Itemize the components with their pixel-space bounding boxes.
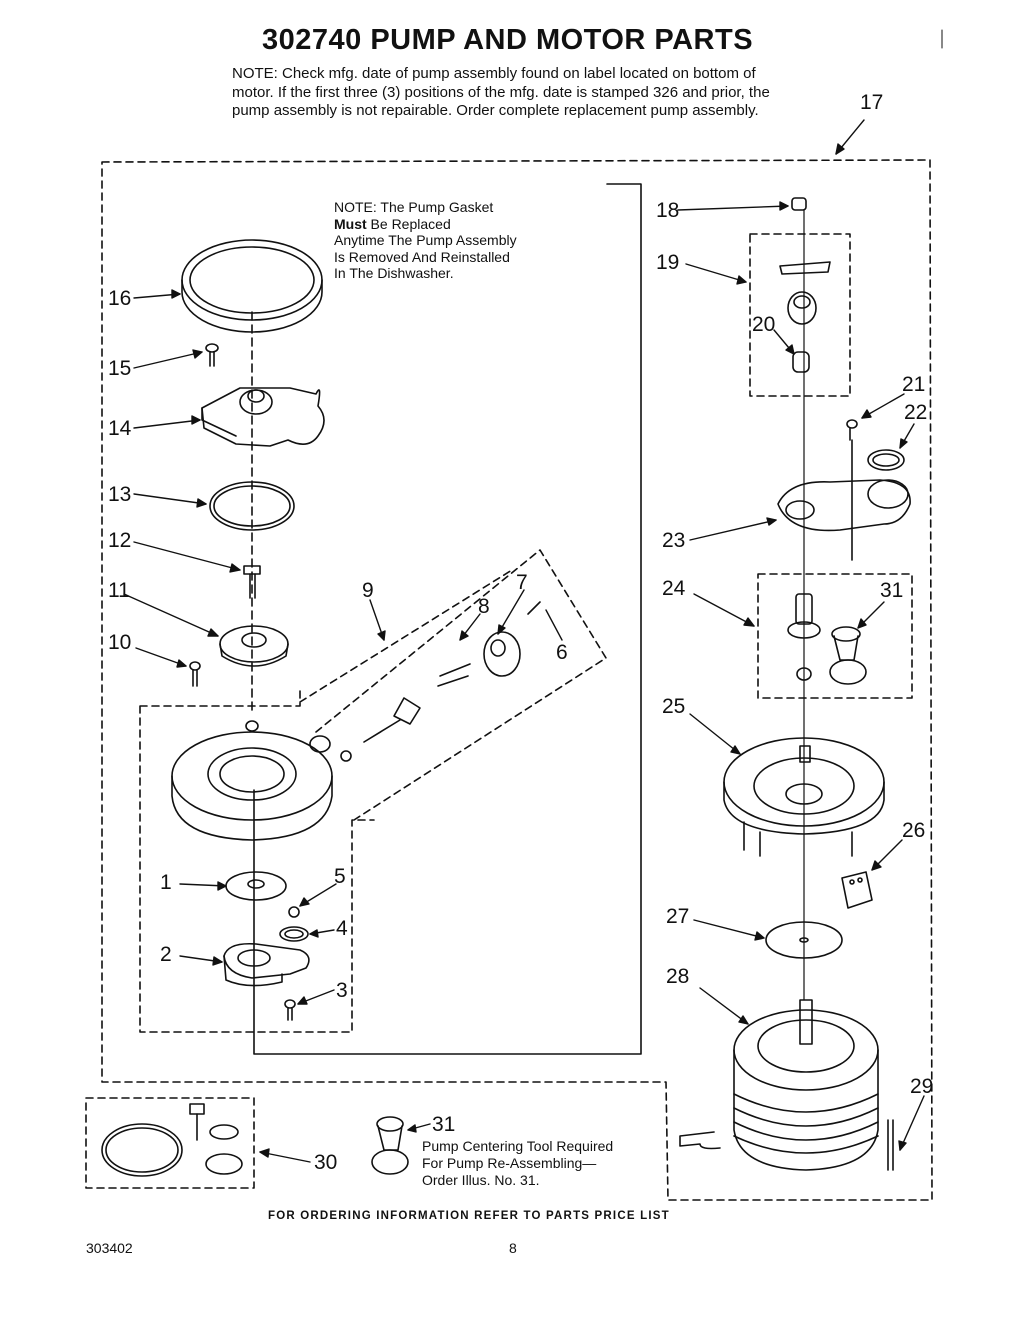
leader-lines bbox=[123, 119, 925, 1163]
pump-cover-14 bbox=[201, 387, 325, 447]
tool-note-line: For Pump Re-Assembling— bbox=[422, 1155, 597, 1171]
callout-22: 22 bbox=[904, 401, 928, 424]
motor-base-25 bbox=[723, 737, 885, 857]
ball-5 bbox=[288, 906, 300, 918]
callout-20: 20 bbox=[752, 313, 776, 336]
callout-1: 1 bbox=[160, 871, 172, 894]
pump-base bbox=[171, 720, 333, 841]
centering-tool-note: Pump Centering Tool Required For Pump Re… bbox=[422, 1138, 613, 1189]
document-number: 303402 bbox=[86, 1240, 133, 1256]
callout-3: 3 bbox=[336, 979, 348, 1002]
mfg-date-note: NOTE: Check mfg. date of pump assembly f… bbox=[232, 65, 770, 119]
screw-21 bbox=[846, 419, 858, 441]
callout-8: 8 bbox=[478, 595, 490, 618]
callout-25: 25 bbox=[662, 695, 686, 718]
group-24-box bbox=[757, 573, 913, 699]
callout-15: 15 bbox=[108, 357, 132, 380]
callout-17: 17 bbox=[860, 91, 884, 114]
callout-2: 2 bbox=[160, 943, 172, 966]
callout-16: 16 bbox=[108, 287, 132, 310]
group-30-box bbox=[85, 1097, 255, 1189]
callout-27: 27 bbox=[666, 905, 690, 928]
callout-19: 19 bbox=[656, 251, 680, 274]
impeller-11 bbox=[219, 625, 289, 667]
seal-24 bbox=[787, 593, 821, 681]
callout-24: 24 bbox=[662, 577, 686, 600]
kit-30-contents bbox=[101, 1103, 243, 1177]
strainer-1 bbox=[225, 871, 287, 901]
callout-13: 13 bbox=[108, 483, 132, 506]
pump-gasket-16 bbox=[181, 239, 323, 333]
callout-11: 11 bbox=[108, 579, 130, 602]
callout-31-top: 31 bbox=[880, 579, 904, 602]
screw-3 bbox=[284, 999, 296, 1021]
bolt-29 bbox=[887, 1119, 894, 1171]
callout-26: 26 bbox=[902, 819, 926, 842]
cap-20 bbox=[792, 351, 810, 373]
mount-plate-23 bbox=[777, 479, 911, 532]
callout-30: 30 bbox=[314, 1151, 338, 1174]
callout-14: 14 bbox=[108, 417, 132, 440]
group-9-box bbox=[315, 549, 607, 821]
pump-lower-group-box bbox=[139, 689, 375, 1033]
callout-31-bottom: 31 bbox=[432, 1113, 456, 1136]
callout-21: 21 bbox=[902, 373, 926, 396]
lower-housing-2 bbox=[223, 942, 310, 987]
ring-22 bbox=[867, 449, 905, 471]
spring-parts-19 bbox=[779, 261, 831, 325]
screw-15 bbox=[205, 343, 219, 367]
ordering-footer: FOR ORDERING INFORMATION REFER TO PARTS … bbox=[268, 1210, 670, 1222]
group-19-box bbox=[749, 233, 851, 397]
screw-10 bbox=[189, 661, 201, 687]
gasket-note-line: Anytime The Pump Assembly bbox=[334, 232, 517, 248]
page-number: 8 bbox=[509, 1240, 517, 1256]
o-ring-4 bbox=[279, 926, 309, 942]
callout-23: 23 bbox=[662, 529, 686, 552]
gasket-note-line: NOTE: The Pump Gasket bbox=[334, 199, 494, 215]
nut-18 bbox=[791, 197, 807, 211]
motor-28 bbox=[679, 999, 879, 1171]
callout-9: 9 bbox=[362, 579, 374, 602]
bolt-12 bbox=[243, 565, 261, 599]
tool-note-line: Order Illus. No. 31. bbox=[422, 1172, 540, 1188]
seal-ring-13 bbox=[209, 481, 295, 531]
gasket-note-line-rest: Be Replaced bbox=[366, 215, 451, 232]
gasket-note-line: Must Be Replaced bbox=[334, 216, 517, 233]
callout-7: 7 bbox=[516, 571, 528, 594]
check-valve-parts-9 bbox=[340, 601, 541, 762]
callout-10: 10 bbox=[108, 631, 132, 654]
gasket-note-emphasis: Must bbox=[334, 215, 367, 232]
callout-18: 18 bbox=[656, 199, 680, 222]
connector-26 bbox=[841, 871, 873, 909]
callout-29: 29 bbox=[910, 1075, 934, 1098]
page-title: 302740 PUMP AND MOTOR PARTS bbox=[262, 24, 754, 56]
callout-6: 6 bbox=[556, 641, 568, 664]
callout-28: 28 bbox=[666, 965, 690, 988]
centering-tool-31 bbox=[829, 626, 867, 685]
pump-inner-boundary bbox=[253, 183, 642, 1055]
gasket-note: NOTE: The Pump Gasket Must Be Replaced A… bbox=[334, 199, 517, 282]
centering-tool-31-bottom bbox=[371, 1116, 409, 1175]
callout-5: 5 bbox=[334, 865, 346, 888]
tool-note-line: Pump Centering Tool Required bbox=[422, 1138, 614, 1154]
callout-12: 12 bbox=[108, 529, 132, 552]
gasket-note-line: In The Dishwasher. bbox=[334, 265, 454, 281]
disc-27 bbox=[765, 921, 843, 959]
callout-4: 4 bbox=[336, 917, 348, 940]
assembly-17-boundary bbox=[101, 159, 933, 1201]
gasket-note-line: Is Removed And Reinstalled bbox=[334, 248, 510, 265]
